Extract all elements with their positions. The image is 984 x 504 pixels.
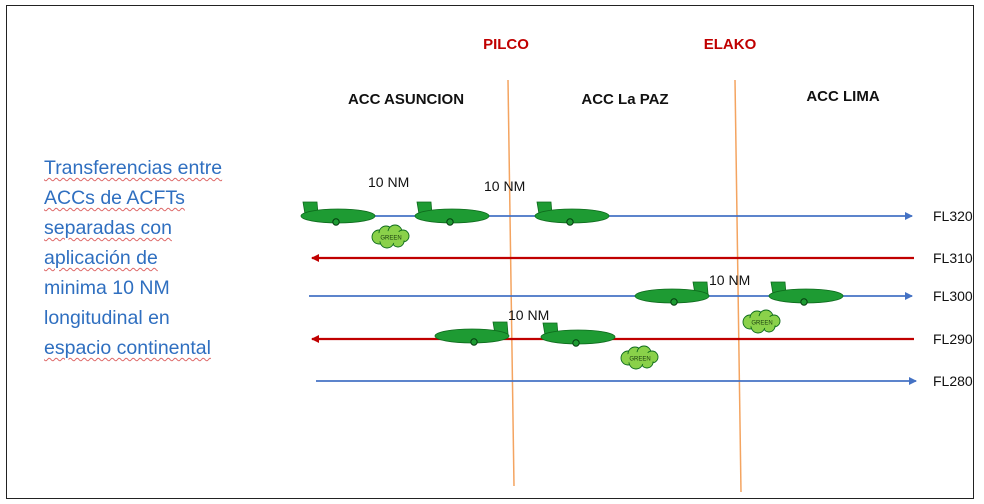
sector-label-lima: ACC LIMA [806,88,879,105]
description-line: separadas con [44,217,172,239]
aircraft-icon [768,281,844,306]
description-line: aplicación de [44,247,158,269]
weather-cloud-icon: GREEN [620,345,659,370]
aircraft-icon [414,201,490,226]
description-line: minima 10 NM [44,277,170,299]
boundary-label-pilco: PILCO [483,36,529,53]
weather-cloud-icon: GREEN [371,224,410,249]
cloud-label: GREEN [751,321,772,327]
elako-boundary-line [734,79,742,493]
boundary-label-elako: ELAKO [704,36,757,53]
fl-label: FL300 [933,288,973,304]
aircraft-icon [634,281,710,306]
fl-label: FL290 [933,331,973,347]
cloud-label: GREEN [629,357,650,363]
description-line: ACCs de ACFTs [44,187,185,209]
fl-label: FL280 [933,373,973,389]
description-line: longitudinal en [44,307,170,329]
separation-label: 10 NM [368,174,409,190]
pilco-boundary-line [507,79,515,487]
description-text: Transferencias entre ACCs de ACFTs separ… [44,153,284,363]
description-line: espacio continental [44,337,211,359]
fl-label: FL320 [933,208,973,224]
sector-label-asuncion: ACC ASUNCION [348,91,464,108]
cloud-label: GREEN [380,236,401,242]
weather-cloud-icon: GREEN [742,309,781,334]
sector-label-la-paz: ACC La PAZ [581,91,668,108]
aircraft-icon [434,321,510,346]
fl-label: FL310 [933,250,973,266]
diagram-frame [6,5,974,499]
cloud-layer: GREEN GREEN GREEN [371,224,781,370]
aircraft-layer [300,201,844,347]
aircraft-icon [534,201,610,226]
aircraft-icon [540,322,616,347]
separation-label: 10 NM [508,307,549,323]
description-line: Transferencias entre [44,157,223,179]
separation-label: 10 NM [484,178,525,194]
aircraft-icon [300,201,376,226]
separation-label: 10 NM [709,272,750,288]
